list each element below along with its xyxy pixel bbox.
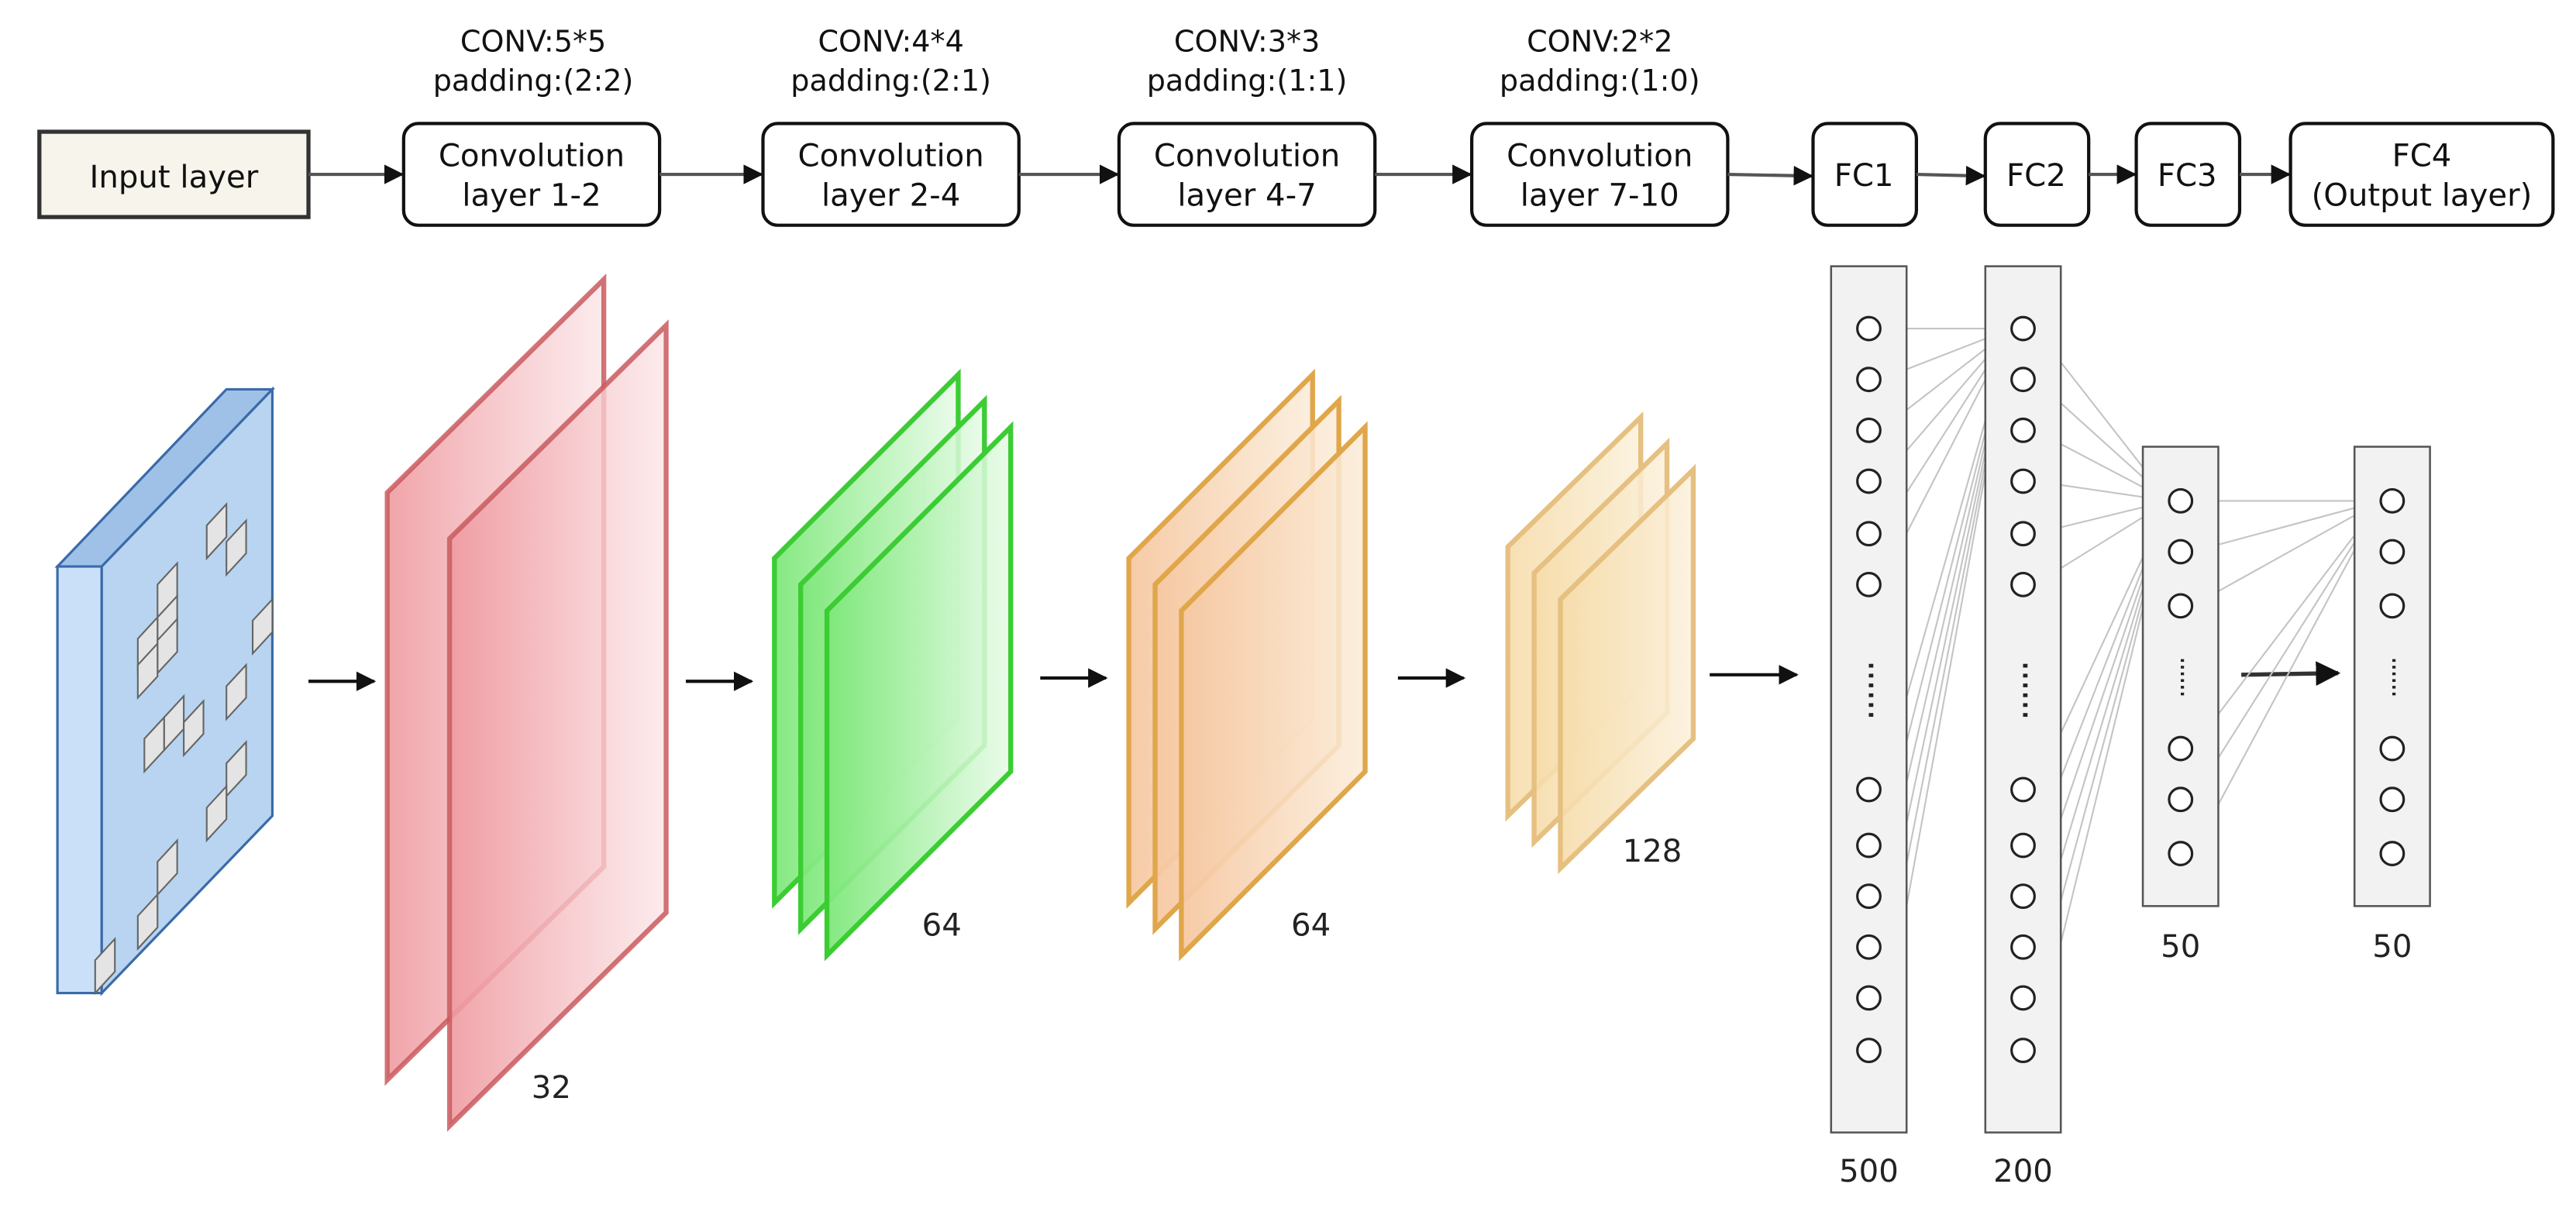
fc3-neuron [2168, 841, 2194, 866]
fc1-neuron [1856, 1038, 1882, 1064]
conv2-name-line1: Convolution [797, 138, 983, 174]
conv2-count: 64 [922, 907, 962, 943]
fc1-neuron [1856, 571, 1882, 597]
input-pixel-cells [94, 501, 274, 996]
fc1-neuron [1856, 934, 1882, 960]
fc4-output-box [2288, 122, 2555, 227]
pipeline-arrow [1727, 166, 1813, 186]
fc4-label-line1: FC4 [2392, 138, 2452, 174]
conv3-name-line2: layer 4-7 [1177, 177, 1316, 213]
fc-ellipses: ...... ...... ...... ...... [1860, 656, 2416, 719]
fc2-neuron [2010, 571, 2036, 597]
fc3-label: FC3 [2158, 158, 2217, 194]
fc2-neuron [2010, 832, 2036, 859]
conv3-padding: padding:(1:1) [1147, 64, 1348, 98]
fc2-count: 200 [1993, 1154, 2053, 1189]
fc3-neuron [2168, 786, 2194, 813]
fc2-label: FC2 [2006, 158, 2066, 194]
fc4-column [2353, 446, 2431, 907]
conv3-feature-maps [1126, 368, 1368, 962]
fc1-neuron [1856, 417, 1882, 443]
fc2-neuron [2010, 776, 2036, 803]
conv2-feature-maps [772, 368, 1014, 962]
fc3-count: 50 [2161, 929, 2200, 965]
fc4-count: 50 [2372, 929, 2412, 965]
conv1-count: 32 [532, 1070, 571, 1106]
fc1-neuron [1856, 468, 1882, 494]
fc2-neuron [2010, 367, 2036, 393]
fc4-neuron [2379, 735, 2406, 762]
fc1-count: 500 [1839, 1154, 1899, 1189]
conv4-padding: padding:(1:0) [1500, 64, 1700, 98]
fc1-neuron [1856, 776, 1882, 803]
conv1-spec: CONV:5*5 [460, 24, 606, 58]
fc4-neuron [2379, 786, 2406, 813]
conv1-padding: padding:(2:2) [433, 64, 634, 98]
fc1-neuron [1856, 832, 1882, 859]
conv4-feature-maps [1505, 411, 1696, 875]
fc2-ellipsis: ...... [2015, 660, 2057, 719]
pipeline-row: Input layer CONV:5*5 padding:(2:2) Convo… [37, 24, 2555, 227]
conv2-name-line2: layer 2-4 [821, 177, 960, 213]
conv1-feature-maps [384, 273, 669, 1132]
fc1-label: FC1 [1834, 158, 1894, 194]
fc3-neuron [2168, 487, 2194, 514]
input-layer-label: Input layer [90, 160, 259, 195]
fc4-neuron [2379, 487, 2406, 514]
fc3-column [2141, 446, 2220, 907]
fc-connection-line [2191, 500, 2381, 749]
fc2-neuron [2010, 521, 2036, 547]
conv2-spec: CONV:4*4 [818, 24, 963, 58]
fc1-neuron [1856, 521, 1882, 547]
conv2-padding: padding:(2:1) [790, 64, 991, 98]
fc-connections [1879, 328, 2381, 1051]
flow-arrow [2241, 661, 2341, 687]
conv4-name-line2: layer 7-10 [1520, 177, 1679, 213]
fc4-label-line2: (Output layer) [2312, 177, 2533, 213]
fc2-neuron [2010, 985, 2036, 1011]
flow-arrows [308, 661, 2341, 691]
input-layer-box [37, 129, 311, 219]
pipeline-arrow [1916, 165, 1986, 186]
fc4-neuron [2379, 539, 2406, 565]
conv4-spec: CONV:2*2 [1527, 24, 1672, 58]
fc1-neuron [1856, 315, 1882, 342]
fc2-neuron [2010, 883, 2036, 910]
fc-neurons [1856, 315, 2406, 1064]
conv1-name-line2: layer 1-2 [462, 177, 601, 213]
fc3-neuron [2168, 735, 2194, 762]
conv3-name-line1: Convolution [1154, 138, 1340, 174]
fc2-neuron [2010, 934, 2036, 960]
fc1-ellipsis: ...... [1860, 660, 1902, 719]
conv4-count: 128 [1623, 834, 1682, 869]
fc1-neuron [1856, 883, 1882, 910]
fc-connection-line [2191, 500, 2381, 800]
fc2-neuron [2010, 1038, 2036, 1064]
fc3-ellipsis: ...... [2175, 656, 2205, 697]
fc2-neuron [2010, 417, 2036, 443]
conv4-name-line1: Convolution [1507, 138, 1693, 174]
fc4-neuron [2379, 593, 2406, 619]
fc2-neuron [2010, 468, 2036, 494]
conv3-count: 64 [1291, 907, 1331, 943]
fc-connection-line [2191, 500, 2381, 855]
fc-connection-line [2192, 500, 2381, 607]
fc2-neuron [2010, 315, 2036, 342]
conv3-spec: CONV:3*3 [1174, 24, 1320, 58]
fc1-neuron [1856, 985, 1882, 1011]
fc3-neuron [2168, 593, 2194, 619]
fc4-neuron [2379, 841, 2406, 866]
fc-connection-line [2192, 500, 2381, 553]
fc4-ellipsis: ...... [2386, 656, 2416, 697]
input-image-block [54, 386, 276, 996]
fc3-neuron [2168, 539, 2194, 565]
fc1-neuron [1856, 367, 1882, 393]
conv1-name-line1: Convolution [439, 138, 625, 174]
